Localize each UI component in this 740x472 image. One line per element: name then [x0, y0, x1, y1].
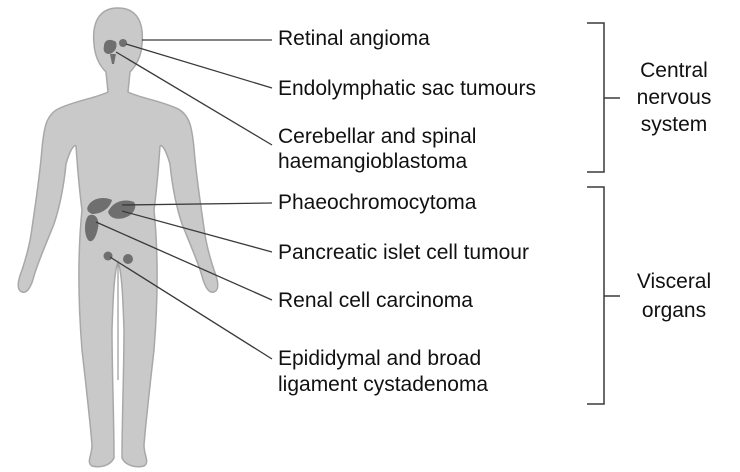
- label-renal-cell-carcinoma: Renal cell carcinoma: [278, 288, 473, 314]
- group-cns-line-3: system: [624, 112, 724, 138]
- eye-organ: [119, 39, 127, 47]
- label-endolymphatic-sac-tumours: Endolymphatic sac tumours: [278, 76, 536, 102]
- label-cerebellar-line-1: Cerebellar and spinal: [278, 124, 476, 150]
- label-epididymal-line-1: Epididymal and broad: [278, 346, 481, 372]
- label-cerebellar-line-2: haemangioblastoma: [278, 149, 467, 175]
- group-cns-line-1: Central: [624, 58, 724, 84]
- line-endolymphatic: [126, 44, 272, 88]
- bracket-visceral: [587, 187, 604, 404]
- label-phaeochromocytoma: Phaeochromocytoma: [278, 190, 476, 216]
- right-testis-organ: [123, 254, 133, 264]
- human-body-silhouette: [18, 8, 218, 467]
- body-outline: [18, 8, 218, 467]
- left-testis-organ: [104, 252, 113, 261]
- group-cns-line-2: nervous: [624, 85, 724, 111]
- label-epididymal-line-2: ligament cystadenoma: [278, 372, 488, 398]
- brackets: [587, 23, 620, 404]
- label-pancreatic-islet-cell-tumour: Pancreatic islet cell tumour: [278, 240, 529, 266]
- bracket-cns: [587, 23, 604, 172]
- label-retinal-angioma: Retinal angioma: [278, 26, 430, 52]
- group-visceral-line-1: Visceral: [624, 269, 724, 295]
- group-visceral-line-2: organs: [624, 298, 724, 324]
